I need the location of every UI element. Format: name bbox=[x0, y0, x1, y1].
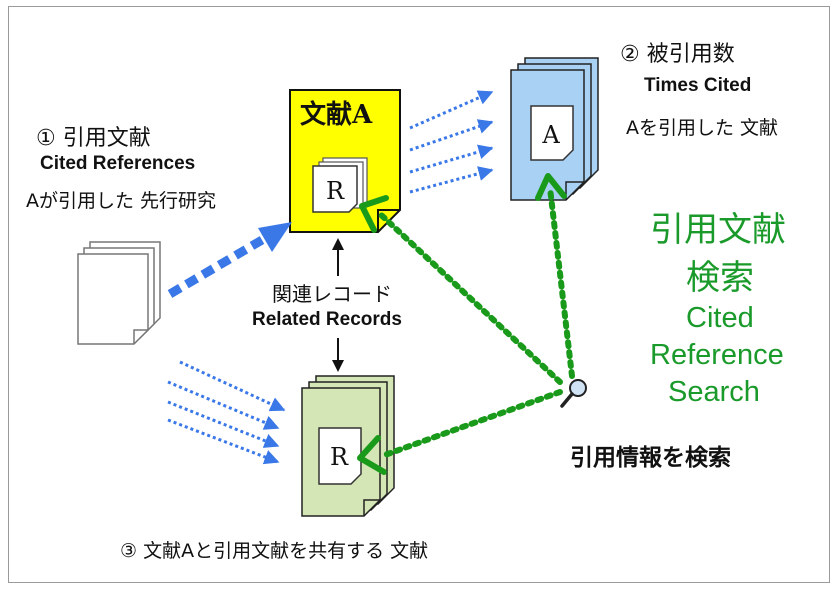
crs-en-line3: Search bbox=[668, 376, 760, 408]
magnifier-icon bbox=[560, 379, 587, 408]
related-records-connector bbox=[332, 238, 344, 372]
arrows-a-to-times-cited bbox=[409, 90, 494, 194]
related-records-en: Related Records bbox=[252, 309, 402, 330]
crs-jp-line2: 検索 bbox=[686, 258, 754, 298]
cited-references-desc: Aが引用した 先行研究 bbox=[26, 190, 217, 212]
times-cited-desc: Aを引用した 文献 bbox=[626, 117, 779, 139]
cited-references-title: ① 引用文献 bbox=[36, 126, 151, 151]
times-cited-en: Times Cited bbox=[644, 75, 752, 96]
arrows-cited-to-related bbox=[167, 360, 286, 465]
arrow-cited-to-a bbox=[167, 222, 292, 298]
diagram-frame bbox=[8, 6, 830, 583]
green-search-lines bbox=[375, 185, 575, 459]
related-records-stack: R bbox=[301, 375, 395, 517]
times-cited-stack: A bbox=[510, 57, 599, 201]
document-a-label: 文献A bbox=[300, 100, 373, 130]
document-a-r-letter: R bbox=[326, 177, 345, 205]
times-cited-title: ② 被引用数 bbox=[620, 42, 735, 67]
crs-jp-line1: 引用文献 bbox=[650, 210, 786, 250]
search-cited-label: 引用情報を検索 bbox=[570, 445, 731, 471]
crs-en-line1: Cited bbox=[686, 302, 754, 334]
green-arrowheads bbox=[357, 173, 567, 475]
cited-references-en: Cited References bbox=[40, 153, 196, 174]
cited-references-stack bbox=[77, 241, 161, 345]
related-r-letter: R bbox=[330, 443, 349, 471]
related-records-jp: 関連レコード bbox=[272, 282, 392, 306]
times-cited-a-letter: A bbox=[541, 121, 560, 149]
crs-en-line2: Reference bbox=[650, 339, 784, 371]
shared-references-label: ③ 文献Aと引用文献を共有する 文献 bbox=[120, 540, 429, 562]
